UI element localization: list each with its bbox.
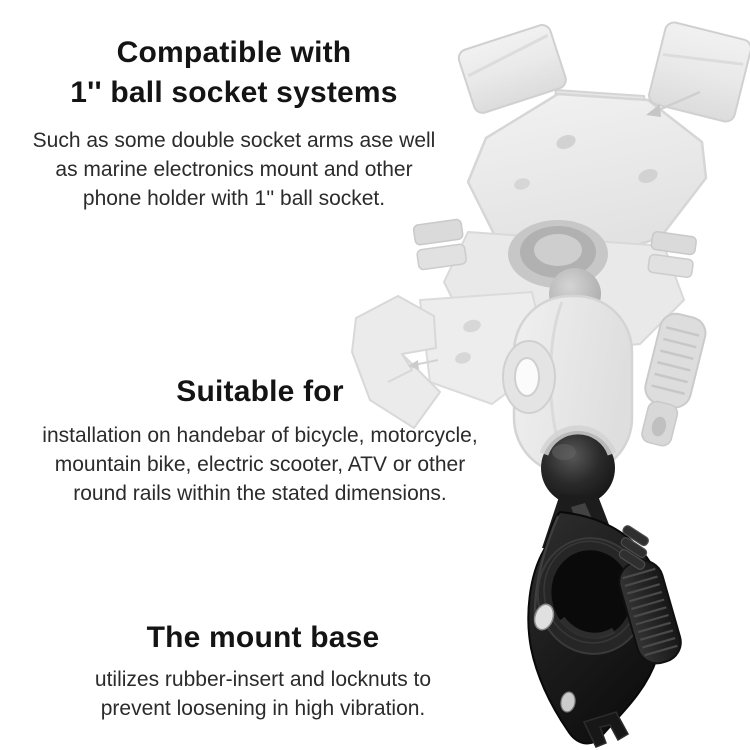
cradle-hole (463, 319, 481, 333)
corner-grip-pad-left (351, 295, 441, 429)
section-compatibility: Compatible with 1'' ball socket systems … (0, 33, 468, 213)
assembly-arrow-left (408, 359, 439, 370)
corner-grip-pad-top-left (457, 24, 567, 114)
body-line: as marine electronics mount and other (55, 158, 413, 181)
backplate-hole (638, 168, 658, 184)
locknut-pegs (618, 525, 649, 570)
tightening-wing-nut (641, 312, 707, 447)
screw-hole-left (533, 603, 555, 631)
ball-highlight (552, 444, 576, 460)
release-button-left (412, 218, 467, 271)
mount-base-heading: The mount base (0, 618, 526, 658)
body-line: utilizes rubber-insert and locknuts to (94, 668, 432, 691)
clamp-bottom-fork (582, 711, 630, 748)
body-line: prevent loosening in high vibration. (100, 697, 426, 720)
heading-line: Suitable for (176, 375, 344, 408)
heading-line: Compatible with (116, 36, 352, 69)
backplate-hole (514, 178, 530, 190)
black-mount-base (527, 425, 682, 748)
compatibility-body: Such as some double socket arms ase well… (0, 126, 468, 213)
double-socket-arm (502, 294, 634, 476)
body-line: installation on handebar of bicycle, mot… (42, 424, 478, 447)
screw-hole-bottom (560, 691, 576, 713)
release-button-right (647, 231, 697, 278)
ghost-phone-holder (351, 21, 750, 476)
heading-line: 1'' ball socket systems (70, 76, 398, 109)
tube-clamp-ring (536, 537, 648, 655)
body-line: mountain bike, electric scooter, ATV or … (54, 453, 466, 476)
mounting-backplate (466, 92, 708, 268)
assembly-arrow-top-right (646, 90, 701, 117)
body-line: phone holder with 1'' ball socket. (82, 187, 386, 210)
cradle-hole (455, 352, 471, 364)
corner-grip-pad-top-right (648, 21, 750, 123)
section-suitability: Suitable for installation on handebar of… (0, 372, 520, 508)
clamp-edge-highlight (533, 515, 560, 621)
suitability-heading: Suitable for (0, 372, 520, 412)
body-line: round rails within the stated dimensions… (73, 482, 447, 505)
section-mount-base: The mount base utilizes rubber-insert an… (0, 618, 526, 723)
suitability-body: installation on handebar of bicycle, mot… (0, 421, 520, 508)
ghost-socket-cup (539, 425, 617, 456)
compatibility-heading: Compatible with 1'' ball socket systems (0, 33, 468, 113)
body-line: Such as some double socket arms ase well (32, 129, 436, 152)
heading-line: The mount base (146, 621, 380, 654)
mount-base-body: utilizes rubber-insert and locknuts to p… (0, 665, 526, 723)
backplate-hole (556, 134, 576, 150)
